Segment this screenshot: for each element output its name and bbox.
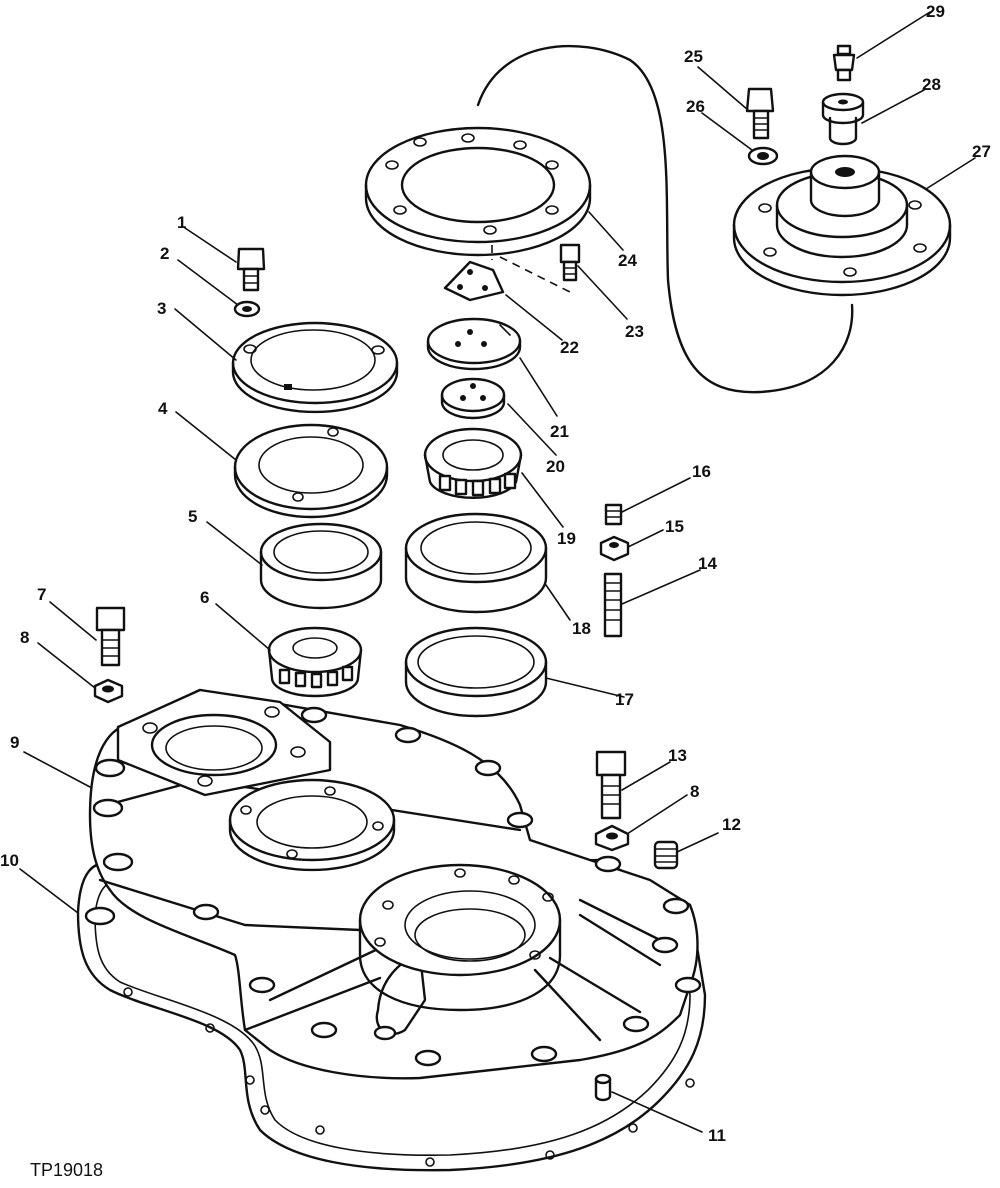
callout-5: 5 [188,507,197,526]
assembly-loop-line [476,44,854,394]
callout-6: 6 [200,588,209,607]
part-23-bolt [559,243,581,282]
part-26-lock-washer [747,146,779,166]
callout-23: 23 [625,322,644,341]
callout-29: 29 [926,2,945,21]
callout-11: 11 [708,1126,726,1145]
part-3-cover-plate [231,321,399,414]
part-8-nut-right [594,824,630,852]
part-19-roller-bearing [423,427,523,499]
callout-13: 13 [668,746,687,765]
part-20-small-washer [440,377,506,420]
callout-17: 17 [615,690,634,709]
part-2-lock-washer [233,300,261,318]
figure-id: TP19018 [30,1160,103,1180]
part-6-roller-bearing [267,626,363,698]
callout-12: 12 [722,815,741,834]
part-4-shim [233,423,389,519]
callout-7: 7 [37,585,46,604]
callout-28: 28 [922,75,941,94]
part-1-bolt [236,247,266,292]
callout-3: 3 [157,299,166,318]
callout-20: 20 [546,457,565,476]
part-17-bearing-cup [404,626,548,718]
callout-16: 16 [692,462,711,481]
housing-bolt-bosses [84,706,702,1067]
part-5-bearing-cup [259,522,383,610]
part-25-bolt [745,87,775,140]
callout-18: 18 [572,619,591,638]
callout-4: 4 [158,399,168,418]
part-11-dowel-pin [594,1073,612,1102]
part-12-spring [653,840,679,870]
callout-2: 2 [160,244,169,263]
callout-24: 24 [618,251,637,270]
part-16-small-stud [604,503,623,526]
part-9-10-gear-housing [76,688,707,1172]
housing-flange-holes [123,987,695,1167]
callout-1: 1 [177,213,186,232]
callout-9: 9 [10,733,19,752]
callout-8: 8 [20,628,29,647]
callout-26: 26 [686,97,705,116]
callout-labels: 1 2 3 4 5 6 7 8 9 10 11 12 13 14 15 16 1… [0,2,991,1145]
part-22-lock-plate [443,245,571,302]
callout-21: 21 [550,422,569,441]
part-8-nut-left [93,678,124,704]
part-27-hub-flange [732,154,952,297]
part-15-nut [599,535,630,562]
part-7-bolt [95,606,126,667]
callout-15: 15 [665,517,684,536]
callout-19: 19 [557,529,576,548]
callout-25: 25 [684,47,703,66]
leader-lines [19,11,976,1133]
callout-22: 22 [560,338,579,357]
part-18-bearing-cup [404,512,548,614]
callout-14: 14 [698,554,717,573]
callout-27: 27 [972,142,991,161]
callout-8-second: 8 [690,782,699,801]
part-29-grease-fitting [832,44,856,82]
part-24-flange-ring [364,126,592,257]
part-14-stud [603,572,623,638]
callout-10: 10 [0,851,19,870]
part-28-bushing [821,92,865,146]
part-21-thrust-washer [426,317,522,371]
part-13-bolt [595,750,627,820]
